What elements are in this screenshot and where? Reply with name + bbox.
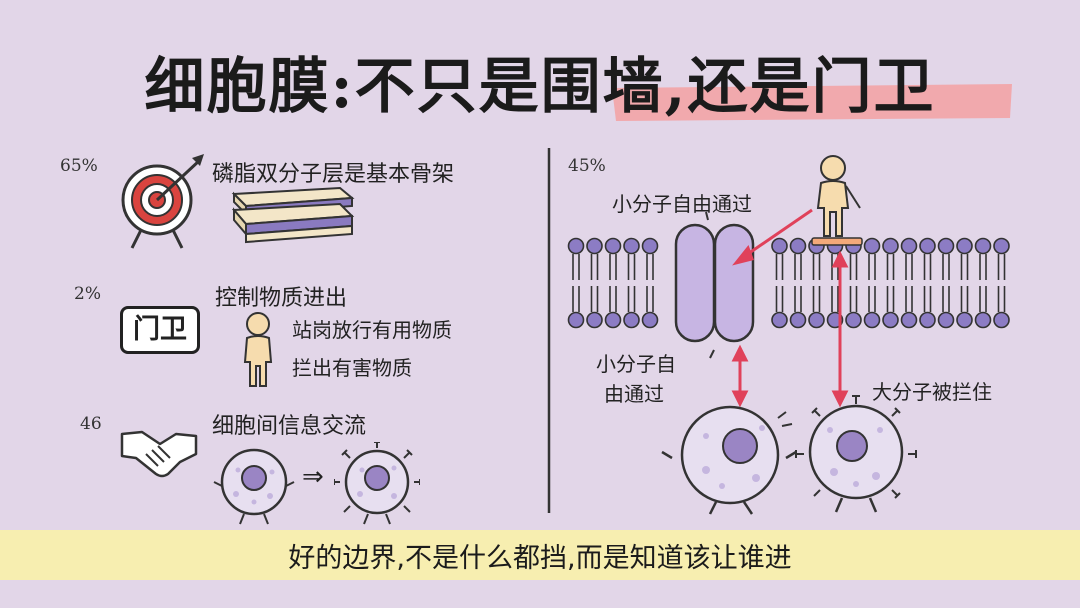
cell-receptor-icon <box>334 442 420 525</box>
small-cell-icon <box>661 405 797 515</box>
page-title: 细胞膜:不只是围墙,还是门卫 <box>144 52 936 122</box>
arrow-guard-to-channel <box>741 208 813 260</box>
channel-protein-right <box>713 223 755 343</box>
phospholipid <box>974 237 992 329</box>
label-small-molecule-line1: 小分子自 <box>596 352 676 376</box>
phospholipid <box>771 237 788 329</box>
label-large-molecule-blocked: 大分子被拦住 <box>872 380 992 404</box>
phospholipid <box>919 237 936 329</box>
phospholipid <box>882 237 899 329</box>
phospholipid <box>623 237 640 329</box>
label-small-molecule-line2: 由通过 <box>604 382 664 406</box>
vertical-divider <box>547 148 551 513</box>
row1-label: 磷脂双分子层是基本骨架 <box>212 162 455 187</box>
row3-percent: 46 <box>80 414 102 434</box>
person-on-platform-icon <box>811 155 863 246</box>
row2-sub2: 拦出有害物质 <box>292 356 412 380</box>
target-icon <box>121 154 204 249</box>
row1-percent: 65% <box>60 156 98 176</box>
phospholipid <box>937 237 955 329</box>
handshake-icon <box>120 430 198 478</box>
phospholipid <box>993 237 1010 329</box>
phospholipid <box>641 237 659 329</box>
phospholipid <box>604 237 622 329</box>
phospholipid <box>900 237 918 329</box>
gatekeeper-badge: 门卫 <box>120 306 200 354</box>
row2-percent: 2% <box>74 284 101 304</box>
person-icon <box>243 312 273 387</box>
large-cell-icon <box>795 395 917 513</box>
cell-smooth-icon <box>213 448 295 525</box>
row3-label: 细胞间信息交流 <box>212 414 367 439</box>
lipid-layer-stack-icon <box>231 186 355 244</box>
caption: 好的边界,不是什么都挡,而是知道该让谁进 <box>288 543 792 574</box>
label-small-molecule-top: 小分子自由通过 <box>612 192 752 216</box>
right-percent: 45% <box>568 156 606 176</box>
phospholipid <box>863 237 881 329</box>
phospholipid <box>586 237 603 329</box>
row2-sub1: 站岗放行有用物质 <box>292 318 452 342</box>
phospholipid <box>789 237 807 329</box>
transform-arrow: ⇒ <box>302 462 324 492</box>
phospholipid <box>956 237 973 329</box>
channel-protein-left <box>674 223 716 343</box>
row2-label: 控制物质进出 <box>215 286 348 311</box>
phospholipid <box>567 237 585 329</box>
caption-bar <box>0 530 1080 580</box>
